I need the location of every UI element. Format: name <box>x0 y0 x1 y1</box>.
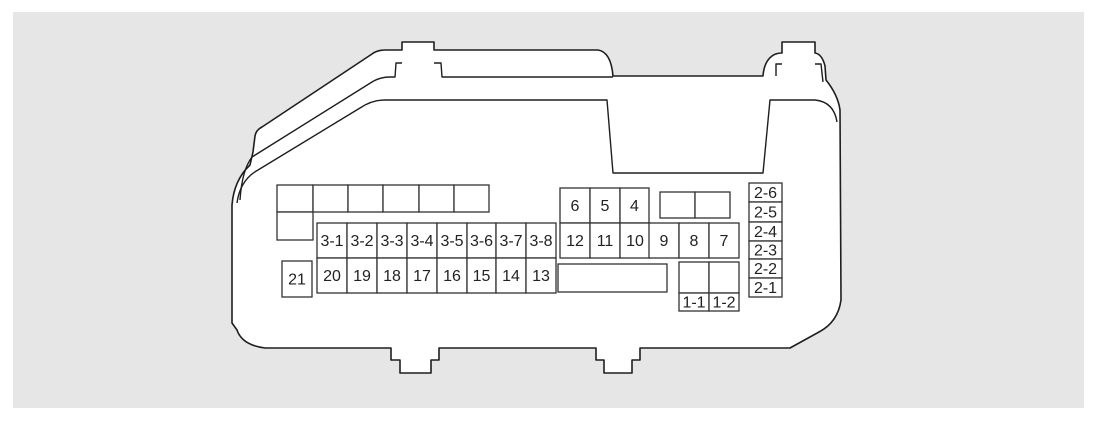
fuse-label: 2-1 <box>754 280 777 297</box>
right-tab-step <box>775 63 824 83</box>
fuse-label: 15 <box>473 268 491 285</box>
fuse-label: 7 <box>720 233 729 250</box>
fuse-label: 3-5 <box>440 233 463 250</box>
fuse-slot[interactable] <box>466 257 497 294</box>
fuse-label: 1-1 <box>682 295 705 312</box>
fuse-slot[interactable] <box>436 257 468 294</box>
fuse-label: 18 <box>383 268 401 285</box>
fuse-label: 3-8 <box>529 233 552 250</box>
fuse-label: 13 <box>532 268 550 285</box>
spare-slot-long <box>557 263 668 293</box>
fuse-slot[interactable] <box>525 257 557 294</box>
upper-shell-edge <box>239 62 402 201</box>
spare-slot <box>312 184 349 213</box>
fuse-slot[interactable] <box>346 257 378 294</box>
fuse-slot[interactable] <box>316 257 348 294</box>
fuse-slot[interactable] <box>559 222 591 259</box>
fuse-slot[interactable] <box>748 277 783 298</box>
fuse-slot[interactable] <box>406 222 438 259</box>
fuse-slot[interactable] <box>281 260 313 298</box>
fuse-label: 8 <box>690 233 699 250</box>
fuse-label: 2-2 <box>754 261 777 278</box>
spare-slot <box>276 211 314 241</box>
spare-slot <box>347 184 384 213</box>
fuse-label: 20 <box>323 268 341 285</box>
fuse-slot[interactable] <box>346 222 378 259</box>
fuse-label: 5 <box>601 198 610 215</box>
spare-slot <box>453 184 490 213</box>
fuse-label: 17 <box>413 268 431 285</box>
fuse-label: 14 <box>502 268 520 285</box>
spare-slot <box>276 184 314 213</box>
fuse-label: 1-2 <box>712 295 735 312</box>
spare-slots-top <box>276 184 740 294</box>
fuse-label: 19 <box>353 268 371 285</box>
spare-slot <box>659 191 696 219</box>
relay-slot <box>708 261 740 294</box>
fuse-cells: 6 5 4 12 11 10 9 8 7 3-1 20 3-2 19 3-3 18 3-4 17 3-5 16 3-6… <box>281 182 783 312</box>
fuse-slot[interactable] <box>376 222 408 259</box>
fuse-label: 3-7 <box>499 233 522 250</box>
fuse-label: 6 <box>571 198 580 215</box>
fuse-label: 3-1 <box>320 233 343 250</box>
spare-slot <box>418 184 455 213</box>
fuse-label: 3-6 <box>470 233 493 250</box>
fuse-label: 10 <box>626 233 644 250</box>
fuse-label: 16 <box>443 268 461 285</box>
fuse-slot[interactable] <box>406 257 438 294</box>
fuse-label: 3-4 <box>410 233 433 250</box>
fuse-label: 2-4 <box>754 224 777 241</box>
spare-slot <box>694 191 731 219</box>
fuse-slot[interactable] <box>559 187 591 224</box>
fuse-label: 4 <box>630 198 639 215</box>
inner-panel-edge <box>236 99 838 204</box>
fuse-slot[interactable] <box>619 222 651 259</box>
fuse-label: 2-6 <box>754 185 777 202</box>
fuse-label: 3-2 <box>350 233 373 250</box>
fuse-label: 21 <box>288 272 306 289</box>
fuse-label: 3-3 <box>380 233 403 250</box>
upper-shell-step <box>434 62 613 78</box>
fuse-slot[interactable] <box>589 222 621 259</box>
fuse-label: 9 <box>660 233 669 250</box>
fuse-slot[interactable] <box>708 292 740 312</box>
fuse-slot[interactable] <box>589 187 621 224</box>
fuse-label: 12 <box>566 233 584 250</box>
fuse-label: 11 <box>597 233 614 250</box>
fuse-label: 2-3 <box>754 243 777 260</box>
spare-slot <box>382 184 420 213</box>
relay-slot <box>678 261 710 294</box>
fuse-label: 2-5 <box>754 205 777 222</box>
fuse-slot[interactable] <box>619 187 650 224</box>
fuse-slot[interactable] <box>708 222 740 259</box>
